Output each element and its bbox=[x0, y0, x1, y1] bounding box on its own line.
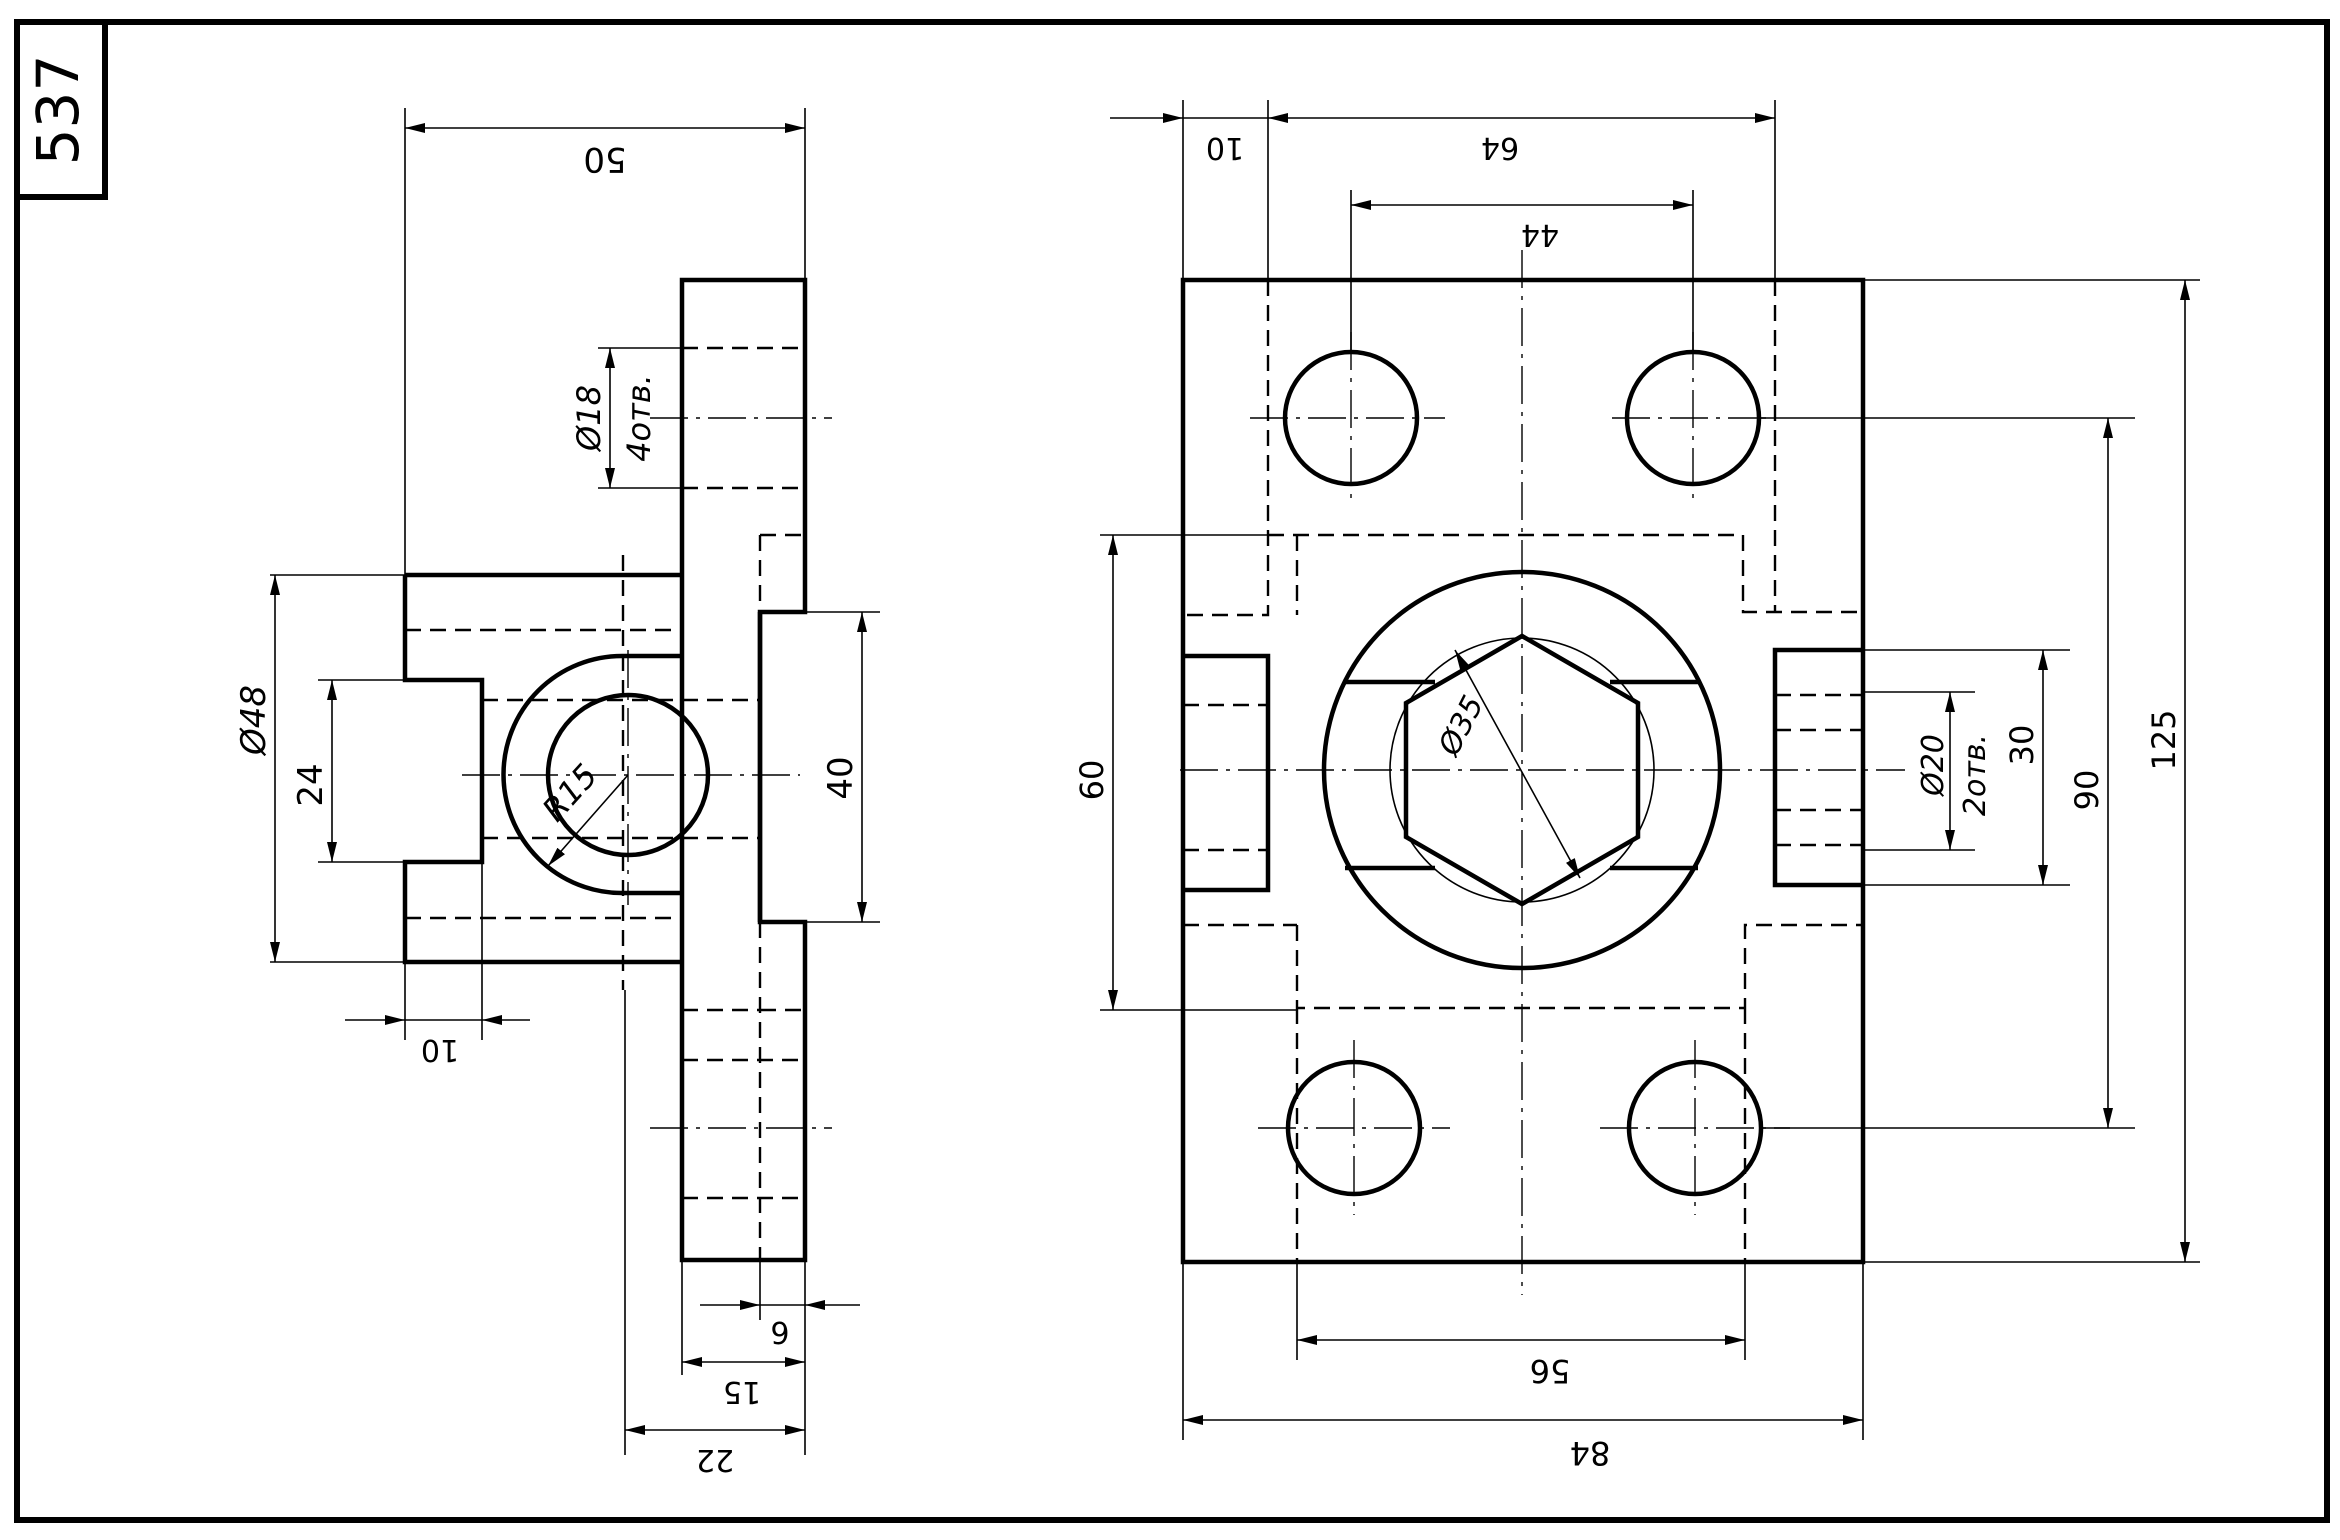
front-plate-outline bbox=[1180, 277, 1866, 1265]
dim-offset-left-text: 10 bbox=[421, 1032, 459, 1067]
dim-hole-vert-spacing-text: 90 bbox=[2068, 770, 2106, 811]
front-side-boss-left bbox=[1183, 653, 1271, 893]
dim-front-top-width-text: 64 bbox=[1481, 130, 1519, 165]
front-hidden-lines bbox=[1183, 280, 1863, 1262]
dim-depth6-text: 6 bbox=[770, 1314, 789, 1349]
dim-depth22-text: 22 bbox=[696, 1442, 734, 1477]
dim-hole-spacing-text: 44 bbox=[1521, 217, 1559, 252]
dim-side-hole-dia-text: Ø20 bbox=[1916, 734, 1951, 798]
dim-height-total-text: 125 bbox=[2145, 709, 2183, 770]
side-boss-outline bbox=[402, 572, 682, 965]
dim-radius-text: R15 bbox=[535, 757, 605, 829]
front-extension-lines bbox=[1100, 100, 2200, 1440]
sheet-frame bbox=[14, 19, 2330, 1523]
side-boss-arc bbox=[501, 653, 682, 896]
side-view: 50 Ø18 4отв. Ø48 24 40 R15 10 6 15 22 bbox=[234, 108, 880, 1477]
side-flange-outline bbox=[679, 277, 808, 1263]
dim-slot-height-text: 40 bbox=[821, 756, 861, 799]
dim-depth15-text: 15 bbox=[723, 1374, 761, 1409]
dim-front-offset-text: 10 bbox=[1206, 130, 1244, 165]
side-extension-lines bbox=[270, 108, 880, 1455]
dim-bottom-spacing-text: 56 bbox=[1530, 1352, 1571, 1390]
front-view: 10 64 44 125 90 60 Ø20 2отв. 30 Ø35 56 8… bbox=[1073, 100, 2200, 1472]
dim-bore-height-text: 24 bbox=[291, 763, 331, 806]
dim-hole-dia-text: Ø18 bbox=[570, 385, 608, 453]
sheet-number: 537 bbox=[24, 55, 92, 166]
dim-pocket-height-text: 60 bbox=[1073, 760, 1111, 801]
side-center-lines bbox=[462, 417, 832, 1129]
dim-radius-line bbox=[547, 774, 629, 867]
front-side-boss-right bbox=[1772, 647, 1863, 888]
dim-boss-dia-text: Ø48 bbox=[234, 685, 274, 757]
dim-side-hole-span-text: 30 bbox=[2003, 725, 2041, 766]
dim-width-total-text: 84 bbox=[1570, 1434, 1611, 1472]
side-hidden-lines bbox=[405, 346, 805, 1260]
dim-side-hole-count-text: 2отв. bbox=[1958, 734, 1993, 816]
front-hex-flats bbox=[1345, 679, 1698, 871]
dim-hex-line bbox=[1454, 649, 1581, 879]
sheet-number-box bbox=[14, 19, 108, 200]
dim-hole-count-text: 4отв. bbox=[620, 374, 658, 462]
dim-side-width-text: 50 bbox=[583, 139, 626, 179]
